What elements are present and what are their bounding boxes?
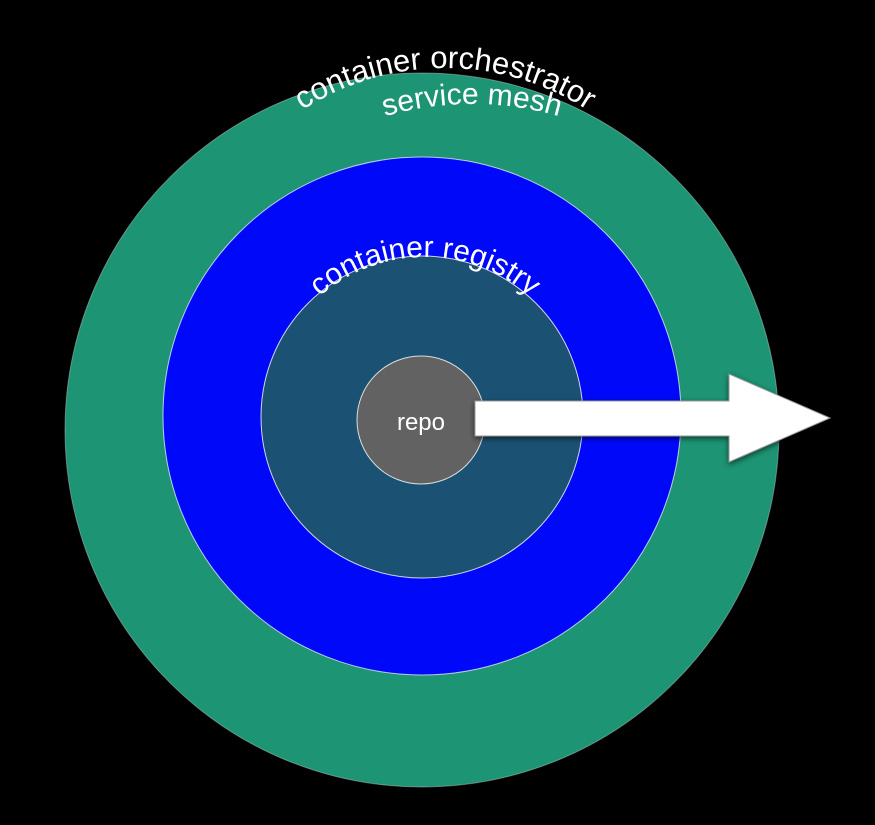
repo-label: repo [397, 409, 445, 436]
output-arrow [474, 373, 832, 463]
